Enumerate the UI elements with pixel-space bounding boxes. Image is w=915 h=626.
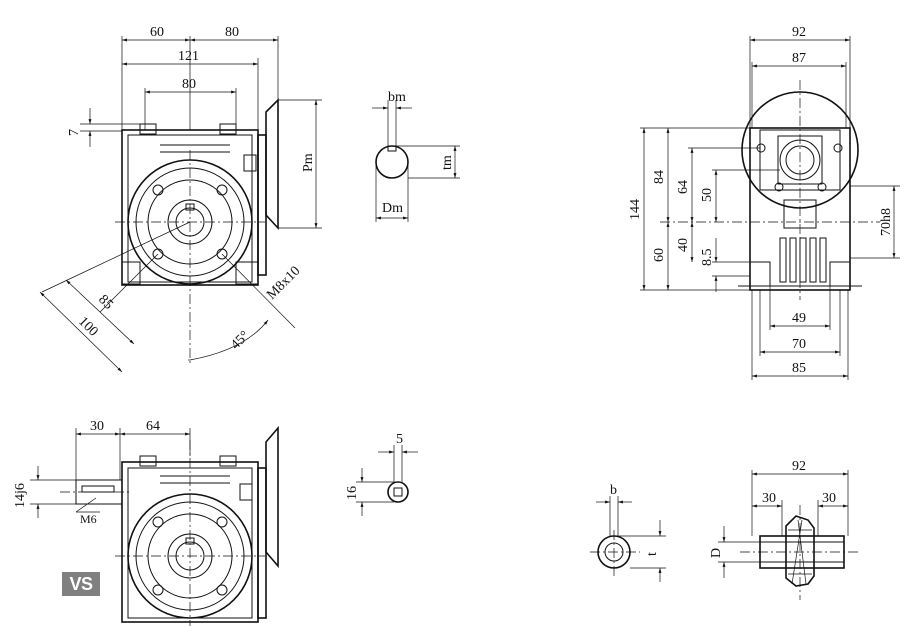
dim-92-hollow: 92 (792, 459, 806, 474)
dim-b: b (610, 483, 617, 498)
dim-92-top: 92 (792, 25, 806, 40)
dim-70: 70 (792, 337, 806, 352)
dim-144: 144 (628, 199, 643, 220)
dim-7: 7 (67, 129, 82, 136)
hollow-shaft-section (718, 470, 860, 600)
dim-60: 60 (150, 25, 164, 40)
bottom-view-dimensions (30, 428, 191, 518)
dim-dm: Dm (382, 201, 403, 216)
dim-40: 40 (676, 238, 691, 252)
front-view-top-left (39, 98, 296, 373)
dim-14j6: 14j6 (13, 483, 28, 508)
dim-80-top: 80 (225, 25, 239, 40)
dim-70h8: 70h8 (879, 208, 894, 236)
dim-87: 87 (792, 51, 806, 66)
dim-16: 16 (345, 486, 360, 500)
dim-30-left: 30 (762, 491, 776, 506)
front-view-dimensions (80, 36, 322, 229)
dim-85: 85 (95, 292, 116, 313)
dim-tm: tm (440, 155, 455, 170)
dim-60-side: 60 (652, 248, 667, 262)
dim-angle-45: 45° (228, 328, 252, 352)
dim-85-side: 85 (792, 361, 806, 376)
dim-m8x10: M8x10 (264, 264, 303, 303)
dim-d: D (709, 548, 724, 558)
dim-30-bottom: 30 (90, 419, 104, 434)
dim-8-5: 8.5 (700, 249, 715, 267)
dim-100: 100 (75, 314, 100, 339)
dim-5: 5 (396, 432, 403, 447)
dim-50: 50 (700, 188, 715, 202)
side-view-right (660, 80, 880, 300)
dim-64-bottom: 64 (146, 419, 160, 434)
side-view-dimensions (640, 36, 900, 380)
dim-30-right: 30 (822, 491, 836, 506)
dim-80-inner: 80 (182, 77, 196, 92)
brand-logo: VS (62, 572, 100, 596)
dim-bm: bm (388, 90, 406, 105)
dim-t: t (645, 552, 660, 556)
dim-m6: M6 (80, 512, 97, 526)
key-detail-top (372, 100, 460, 222)
key-detail-bottom (356, 445, 418, 516)
dim-49: 49 (792, 311, 806, 326)
dim-pm: Pm (301, 153, 316, 172)
front-view-bottom-left (60, 425, 279, 626)
dim-64: 64 (676, 180, 691, 194)
dim-84: 84 (652, 170, 667, 184)
dim-121: 121 (178, 49, 199, 64)
key-detail-hollow (590, 496, 666, 582)
